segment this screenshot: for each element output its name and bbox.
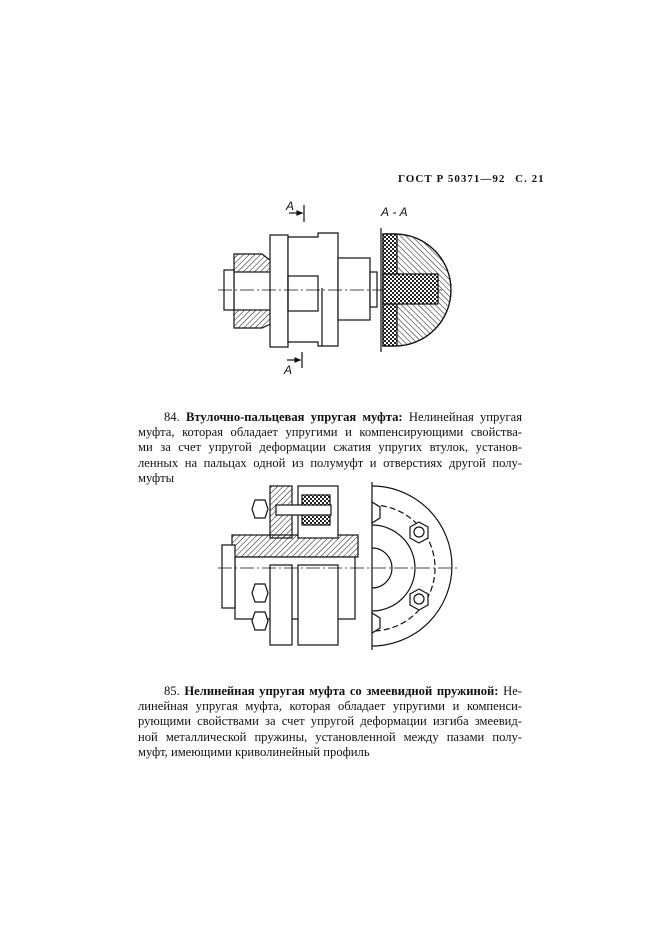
term-title: Втулочно-пальцевая упругая муфта: (186, 410, 403, 424)
paragraph-85: 85. Нелинейная упругая муфта со змеевидн… (138, 684, 522, 760)
text-line: линейная упругая муфта, которая обладает… (138, 699, 522, 714)
text-line: муфта, которая обладает упругими и компе… (138, 425, 522, 440)
section-label-bottom: А (283, 363, 292, 377)
term-title: Нелинейная упругая муфта со змеевидной п… (184, 684, 499, 698)
paragraph-number: 85. (164, 684, 180, 698)
text-line: муфт, имеющими криволинейный профиль (138, 744, 370, 759)
standard-number: ГОСТ Р 50371—92 (398, 173, 506, 185)
text-line: Не- (503, 684, 522, 698)
text-line: ной металлической пружины, установленной… (138, 729, 522, 744)
text-line: ленных на пальцах одной из полумуфт и от… (138, 455, 522, 470)
text-line: ми за счет упругой деформации сжатия упр… (138, 440, 522, 455)
text-line: муфты (138, 470, 175, 485)
section-label-top: А (285, 199, 294, 213)
paragraph-84: 84. Втулочно-пальцевая упругая муфта: Не… (138, 410, 522, 486)
page-header: ГОСТ Р 50371—92 С. 21 (398, 173, 545, 185)
paragraph-number: 84. (164, 410, 180, 424)
page-number: С. 21 (515, 173, 545, 185)
text-line: рующими свойствами за счет упругой дефор… (138, 714, 522, 729)
figure-bushing-pin-coupling (218, 482, 458, 650)
text-line: Нелинейная упругая (408, 410, 523, 424)
section-title: А - А (380, 205, 408, 219)
